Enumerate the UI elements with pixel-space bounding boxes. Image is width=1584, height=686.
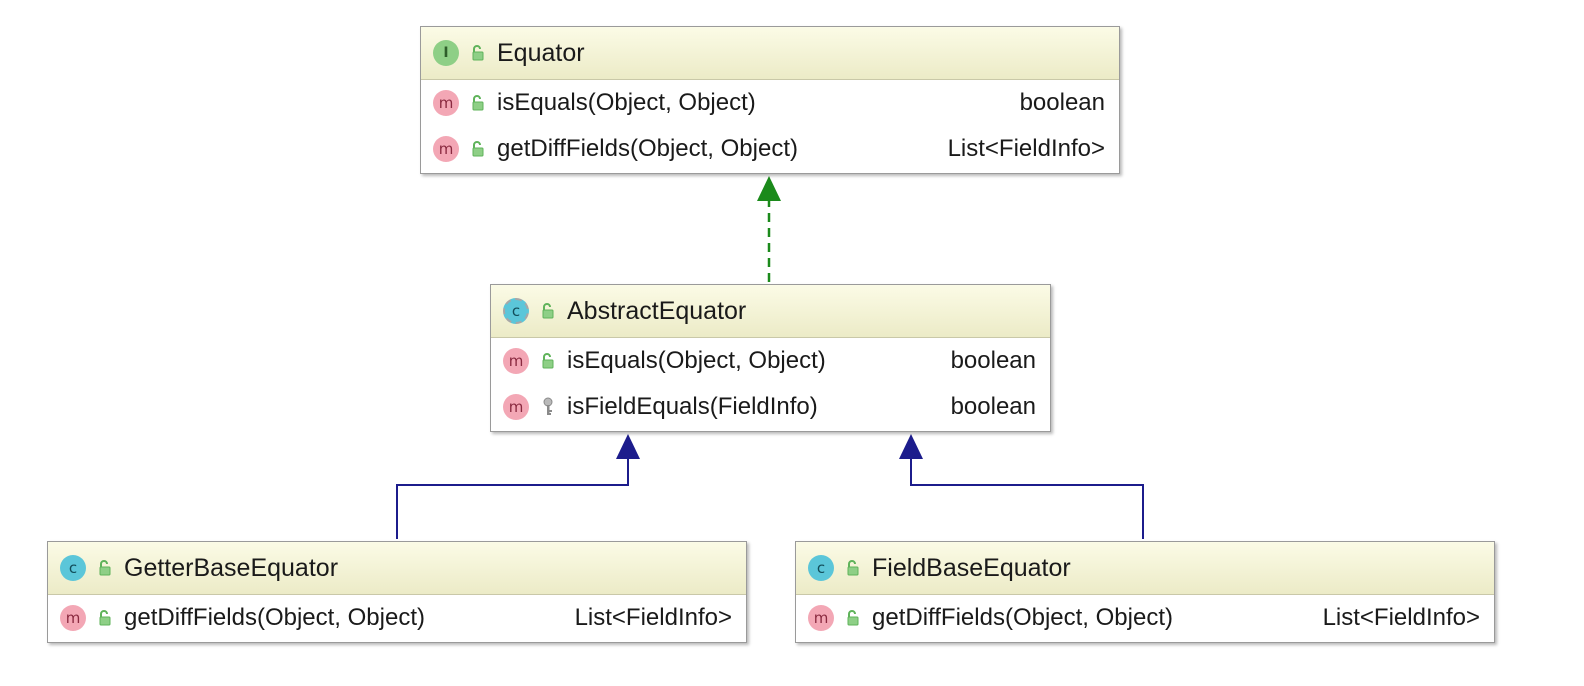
return-type: boolean <box>950 347 1036 374</box>
method-icon: m <box>503 394 529 420</box>
getter-base-equator-box[interactable]: c GetterBaseEquator m getDiffFields(Obje… <box>47 541 747 643</box>
abstract-class-icon: c <box>503 298 529 324</box>
method-signature: getDiffFields(Object, Object) <box>497 135 798 162</box>
method-row[interactable]: m getDiffFields(Object, Object) List<Fie… <box>796 595 1494 641</box>
realization-arrowhead <box>757 176 781 201</box>
return-type: boolean <box>950 393 1036 420</box>
unlocked-padlock-icon <box>94 557 116 579</box>
method-row[interactable]: m isFieldEquals(FieldInfo) boolean <box>491 384 1050 430</box>
interface-icon: I <box>433 40 459 66</box>
method-row[interactable]: m getDiffFields(Object, Object) List<Fie… <box>48 595 746 641</box>
unlocked-padlock-icon <box>467 42 489 64</box>
class-name: FieldBaseEquator <box>872 553 1071 582</box>
getter-inheritance-line <box>396 458 629 539</box>
return-type: boolean <box>1019 89 1105 116</box>
return-type: List<FieldInfo> <box>574 604 732 631</box>
getter-inheritance-arrowhead <box>616 434 640 459</box>
method-icon: m <box>433 90 459 116</box>
method-row[interactable]: m getDiffFields(Object, Object) List<Fie… <box>421 126 1119 172</box>
field-inheritance-line <box>910 458 1144 539</box>
unlocked-padlock-icon <box>842 607 864 629</box>
method-row[interactable]: m isEquals(Object, Object) boolean <box>421 80 1119 126</box>
method-icon: m <box>503 348 529 374</box>
field-inheritance-arrowhead <box>899 434 923 459</box>
method-signature: isEquals(Object, Object) <box>567 347 826 374</box>
key-icon <box>537 396 559 418</box>
equator-header: I Equator <box>421 27 1119 80</box>
unlocked-padlock-icon <box>537 300 559 322</box>
class-icon: c <box>60 555 86 581</box>
return-type: List<FieldInfo> <box>1322 604 1480 631</box>
unlocked-padlock-icon <box>842 557 864 579</box>
method-signature: isFieldEquals(FieldInfo) <box>567 393 818 420</box>
method-signature: isEquals(Object, Object) <box>497 89 756 116</box>
abstract-equator-box[interactable]: c AbstractEquator m isEquals(Object, Obj… <box>490 284 1051 432</box>
getter-base-equator-header: c GetterBaseEquator <box>48 542 746 595</box>
method-signature: getDiffFields(Object, Object) <box>124 604 425 631</box>
field-base-equator-header: c FieldBaseEquator <box>796 542 1494 595</box>
method-signature: getDiffFields(Object, Object) <box>872 604 1173 631</box>
class-name: Equator <box>497 38 585 67</box>
field-base-equator-box[interactable]: c FieldBaseEquator m getDiffFields(Objec… <box>795 541 1495 643</box>
equator-interface-box[interactable]: I Equator m isEquals(Object, Object) boo… <box>420 26 1120 174</box>
unlocked-padlock-icon <box>94 607 116 629</box>
unlocked-padlock-icon <box>467 92 489 114</box>
return-type: List<FieldInfo> <box>947 135 1105 162</box>
class-icon: c <box>808 555 834 581</box>
method-icon: m <box>808 605 834 631</box>
method-icon: m <box>433 136 459 162</box>
method-icon: m <box>60 605 86 631</box>
unlocked-padlock-icon <box>467 138 489 160</box>
abstract-equator-header: c AbstractEquator <box>491 285 1050 338</box>
method-row[interactable]: m isEquals(Object, Object) boolean <box>491 338 1050 384</box>
unlocked-padlock-icon <box>537 350 559 372</box>
class-name: GetterBaseEquator <box>124 553 339 582</box>
class-name: AbstractEquator <box>567 296 747 325</box>
